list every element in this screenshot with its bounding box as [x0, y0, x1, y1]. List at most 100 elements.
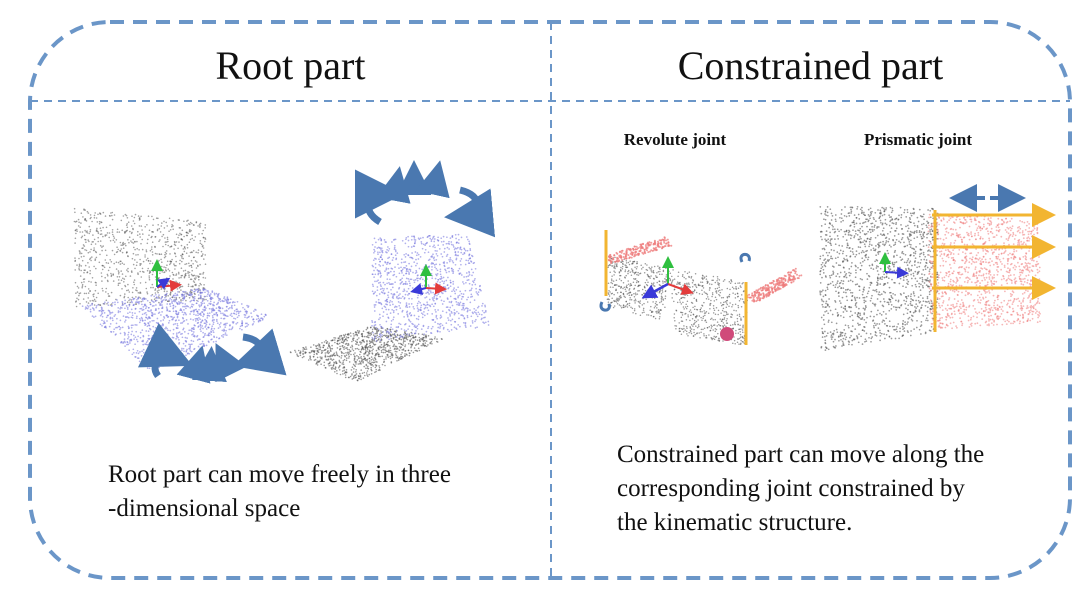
point	[709, 308, 711, 310]
point	[445, 322, 447, 324]
point	[446, 236, 448, 238]
point	[636, 266, 638, 268]
point	[202, 273, 204, 275]
point	[707, 327, 709, 329]
point	[411, 236, 413, 238]
point	[718, 290, 720, 292]
point	[684, 271, 686, 273]
point	[695, 273, 697, 275]
point	[384, 261, 386, 263]
point	[432, 292, 434, 294]
point	[121, 248, 123, 250]
point	[265, 314, 267, 316]
point	[184, 247, 186, 249]
point	[86, 307, 88, 309]
point	[187, 333, 189, 335]
point	[186, 337, 188, 339]
point	[448, 241, 450, 243]
point	[177, 303, 179, 305]
point	[201, 251, 203, 253]
point	[711, 327, 713, 329]
point	[408, 350, 410, 352]
point	[141, 350, 143, 352]
point	[190, 239, 192, 241]
point	[236, 308, 238, 310]
point	[374, 310, 376, 312]
point	[89, 290, 91, 292]
point	[645, 299, 647, 301]
point	[324, 341, 326, 343]
point	[179, 297, 181, 299]
point	[454, 293, 456, 295]
point	[367, 370, 369, 372]
point	[161, 236, 163, 238]
point	[158, 289, 160, 291]
point	[166, 225, 168, 227]
point	[667, 239, 669, 241]
point	[388, 338, 390, 340]
point	[459, 268, 461, 270]
point	[431, 269, 433, 271]
point	[609, 295, 611, 297]
point	[693, 280, 695, 282]
point	[234, 304, 236, 306]
point	[90, 214, 92, 216]
point	[166, 277, 168, 279]
point	[146, 259, 148, 261]
point	[224, 310, 226, 312]
point	[625, 266, 627, 268]
point	[609, 272, 611, 274]
point	[350, 376, 352, 378]
point	[133, 338, 135, 340]
point	[161, 311, 163, 313]
point	[732, 292, 734, 294]
point	[437, 236, 439, 238]
point	[213, 302, 215, 304]
point	[377, 270, 379, 272]
point	[376, 329, 378, 331]
point	[131, 215, 133, 217]
point	[148, 307, 150, 309]
point	[425, 342, 427, 344]
point	[710, 300, 712, 302]
point	[382, 292, 384, 294]
point	[245, 323, 247, 325]
point	[374, 246, 376, 248]
point	[90, 249, 92, 251]
point	[691, 328, 693, 330]
point	[76, 298, 78, 300]
point	[192, 285, 194, 287]
point	[687, 335, 689, 337]
point	[176, 234, 178, 236]
point	[640, 264, 642, 266]
point	[313, 344, 315, 346]
point	[711, 318, 713, 320]
point	[369, 347, 371, 349]
point	[219, 337, 221, 339]
point	[436, 253, 438, 255]
point	[315, 363, 317, 365]
point	[193, 240, 195, 242]
point	[88, 212, 90, 214]
point	[184, 251, 186, 253]
point	[726, 318, 728, 320]
point	[698, 326, 700, 328]
point	[659, 284, 661, 286]
point	[417, 287, 419, 289]
point	[448, 330, 450, 332]
point	[613, 307, 615, 309]
point	[92, 277, 94, 279]
point	[225, 332, 227, 334]
point	[627, 273, 629, 275]
point	[466, 236, 468, 238]
point	[138, 215, 140, 217]
point	[81, 287, 83, 289]
point	[739, 316, 741, 318]
point	[378, 365, 380, 367]
point	[371, 325, 373, 327]
point	[699, 337, 701, 339]
point	[711, 296, 713, 298]
point	[212, 297, 214, 299]
point	[183, 309, 185, 311]
point	[431, 262, 433, 264]
